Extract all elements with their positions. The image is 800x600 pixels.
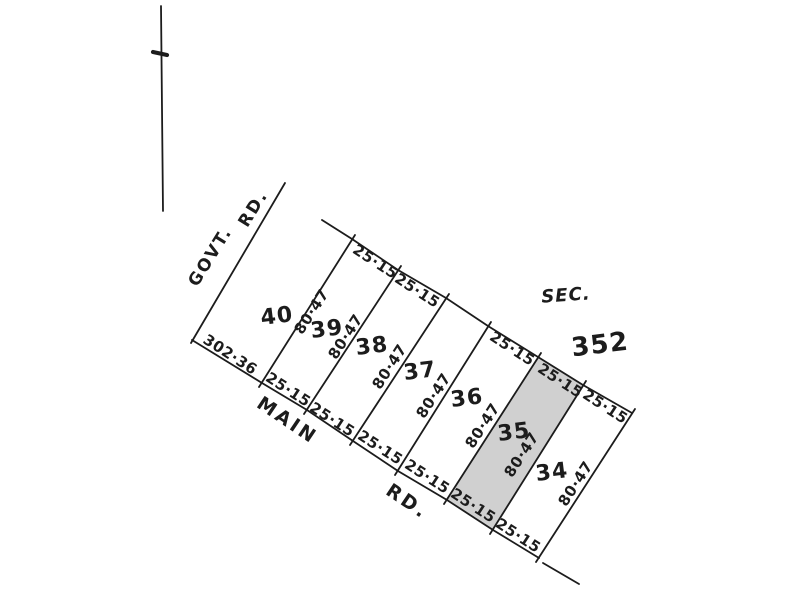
lot-35-shading bbox=[447, 357, 583, 530]
side-boundary-line-40-39 bbox=[258, 234, 356, 388]
side-boundary-line-38-37 bbox=[349, 293, 450, 446]
section-label: SEC. bbox=[540, 283, 592, 308]
reference-tick-marker bbox=[150, 49, 170, 58]
main-road-boundary-continuation bbox=[542, 562, 580, 585]
side-boundary-line-34-east bbox=[535, 408, 636, 563]
section-number: 352 bbox=[569, 326, 631, 364]
side-boundary-line-37-36 bbox=[394, 321, 492, 476]
lot-number-40: 40 bbox=[259, 302, 295, 331]
rear-boundary-line bbox=[321, 219, 633, 414]
side-boundary-line-35-34 bbox=[489, 380, 587, 535]
side-boundary-line-36-35 bbox=[443, 352, 542, 505]
side-boundary-line-39-38 bbox=[303, 265, 402, 415]
reference-line bbox=[160, 5, 164, 212]
govt-road-boundary-line bbox=[190, 182, 286, 344]
lot-number-36: 36 bbox=[449, 384, 485, 413]
lot-number-34: 34 bbox=[534, 458, 570, 487]
main-road-boundary-line bbox=[191, 339, 540, 559]
